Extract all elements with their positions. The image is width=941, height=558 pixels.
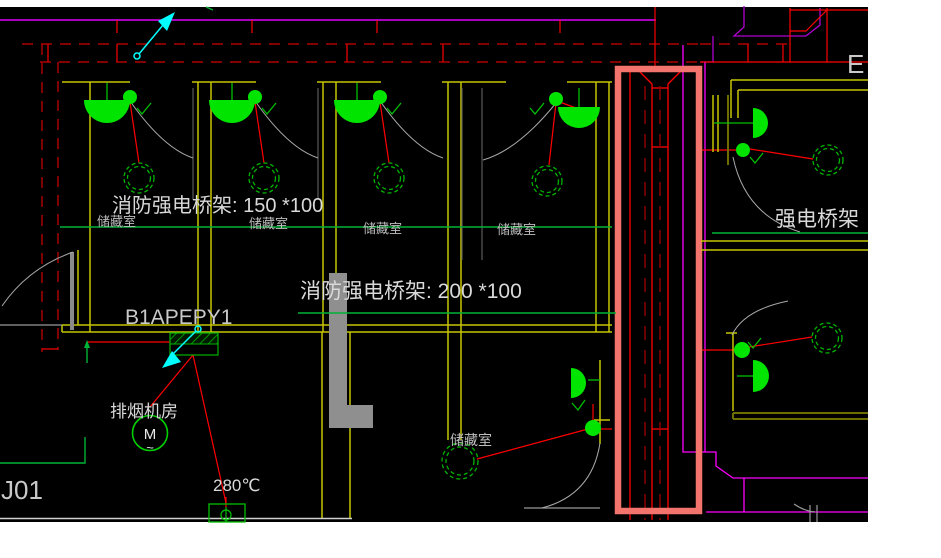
light-fixtures (84, 90, 769, 436)
label-storage-room-3: 储藏室 (363, 221, 402, 236)
walls-yellow (61, 79, 868, 518)
label-storage-room-5: 储藏室 (450, 432, 492, 448)
leader-arrowhead-icon (158, 12, 175, 31)
label-fire-tray-200: 消防强电桥架: 200 *100 (300, 280, 522, 303)
detector-ring-icon (373, 162, 405, 194)
detector-ring-icon (811, 322, 843, 354)
label-power-tray: 强电桥架 (775, 208, 859, 231)
label-storage-room-4: 储藏室 (497, 222, 536, 237)
detector-ring-icon (441, 442, 479, 480)
label-storage-room-1: 储藏室 (97, 214, 136, 229)
motor-letter: M (144, 426, 157, 443)
label-storage-room-2: 储藏室 (249, 216, 288, 231)
label-fire-tray-150: 消防强电桥架: 150 *100 (112, 194, 323, 217)
magenta-conduit-lines (682, 45, 868, 513)
model-space-canvas (0, 7, 868, 522)
wall-light-icon (571, 368, 586, 398)
green-arrowhead (84, 340, 90, 348)
ceiling-light-icon (209, 100, 255, 123)
motor-symbol: M ~ (131, 414, 169, 455)
detector-ring-icon (812, 144, 844, 176)
red-dashed-lines (22, 43, 790, 352)
detector-ring-icon (531, 165, 563, 197)
detector-ring-icon (123, 162, 155, 194)
label-panel-id: B1APEPY1 (125, 306, 232, 329)
door-swing-arcs (1, 100, 801, 509)
label-smoke-exhaust-room: 排烟机房 (110, 402, 178, 421)
detector-rings (123, 144, 844, 480)
ceiling-light-icon (334, 100, 380, 123)
gray-column-l-shape (329, 273, 373, 428)
wall-light-icon (753, 108, 768, 138)
leader-arrowhead-icon (162, 351, 181, 368)
green-corner-line (0, 437, 86, 464)
detector-ring-icon (248, 162, 280, 194)
riser-shaft (629, 69, 683, 520)
gray-details (0, 88, 818, 522)
label-grid-letter-e: E (847, 49, 864, 79)
ceiling-light-icon (84, 100, 130, 123)
fixture-stems-and-switch-marks (106, 83, 764, 412)
label-grid-j01: J01 (1, 475, 43, 505)
text-annotations: 消防强电桥架: 150 *100 消防强电桥架: 200 *100 强电桥架 B… (1, 49, 864, 505)
walls-olive (727, 95, 868, 420)
motor-tilde: ~ (146, 440, 154, 455)
motor-circle-icon (131, 414, 169, 452)
door-leaf (70, 252, 74, 330)
wall-light-icon (753, 360, 769, 392)
ceiling-light-icon (558, 107, 600, 128)
label-temperature: 280℃ (213, 476, 260, 495)
device-box (208, 503, 246, 523)
highlight-rectangle (614, 65, 703, 515)
